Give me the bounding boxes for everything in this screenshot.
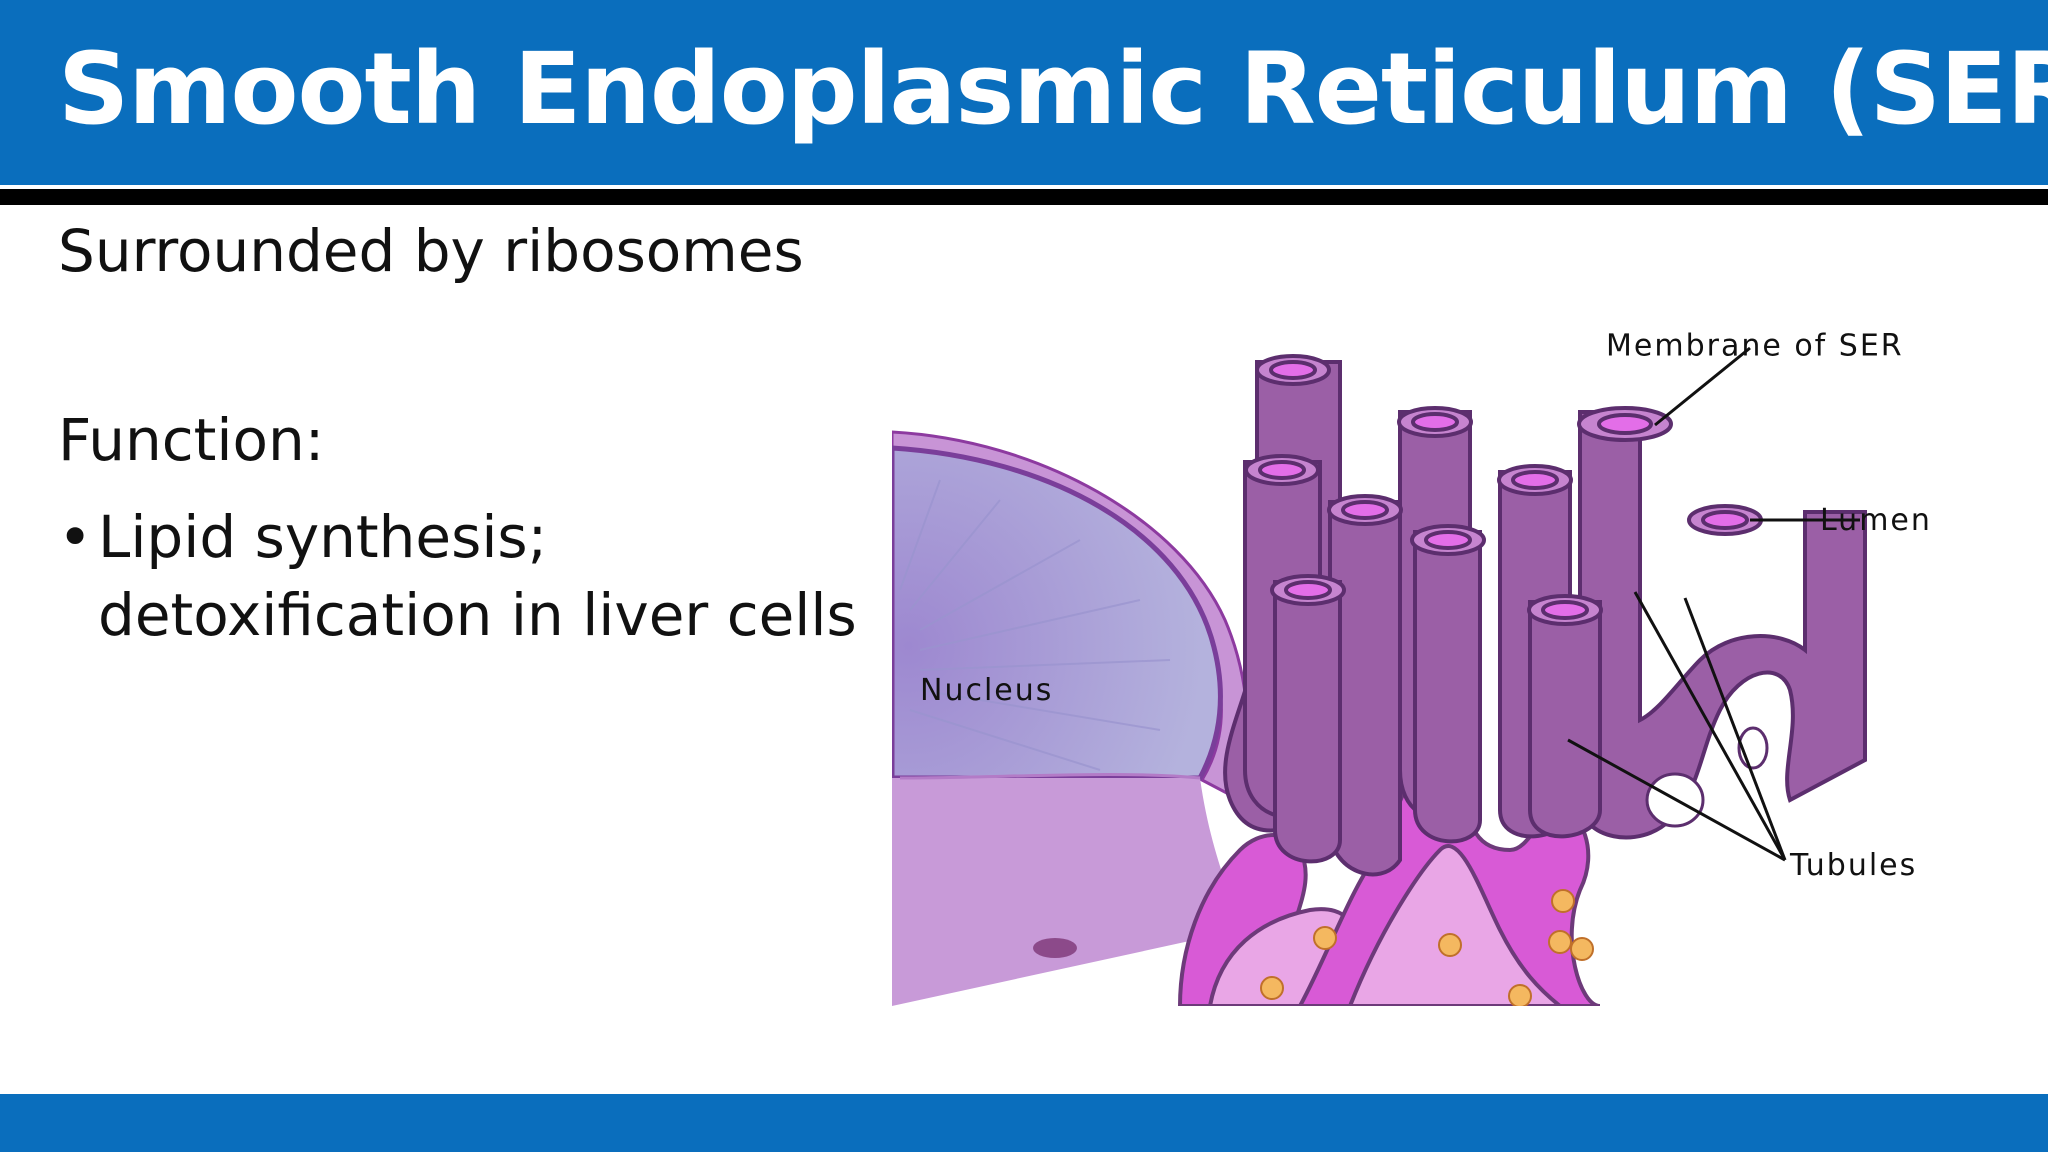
label-lumen: Lumen — [1820, 503, 1932, 538]
title-bar: Smooth Endoplasmic Reticulum (SER) — [0, 0, 2048, 185]
slide-title: Smooth Endoplasmic Reticulum (SER) — [58, 32, 2048, 147]
label-tubules: Tubules — [1789, 848, 1917, 883]
title-divider — [0, 189, 2048, 205]
bullet-item: Lipid synthesis; detoxification in liver… — [98, 503, 857, 649]
label-membrane: Membrane of SER — [1606, 330, 1904, 364]
label-nucleus: Nucleus — [920, 673, 1053, 708]
slide-subtitle: Surrounded by ribosomes — [58, 217, 804, 285]
function-heading: Function: — [58, 406, 325, 474]
nucleus-shape — [892, 430, 1250, 1006]
bullet-icon: • — [58, 503, 93, 571]
ser-diagram: Membrane of SER Lumen Nucleus Tubules — [892, 330, 1932, 1006]
leader-lines — [1567, 346, 1860, 862]
smooth-er-tubules — [1223, 354, 1867, 877]
footer-bar — [0, 1094, 2048, 1152]
